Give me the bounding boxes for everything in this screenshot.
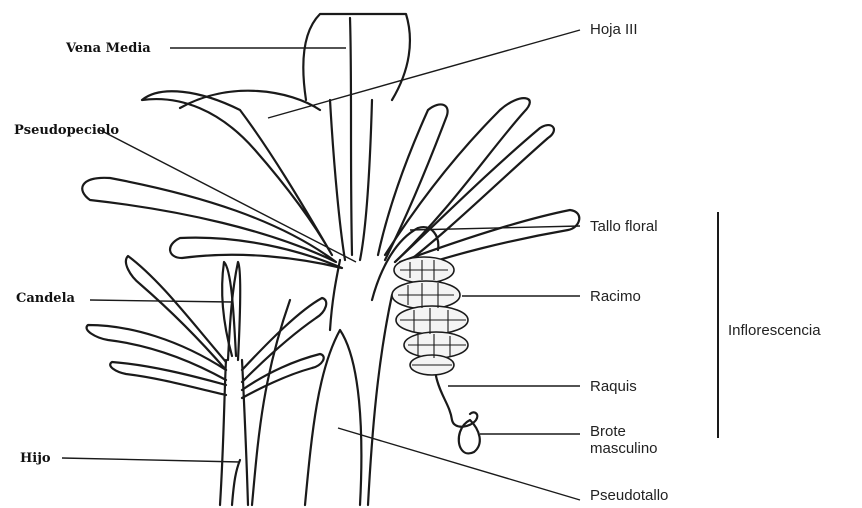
leader-hoja	[268, 30, 580, 118]
leaf-upper-right-2	[385, 98, 530, 262]
leader-candela	[90, 300, 232, 302]
label-hoja: Hoja III	[590, 21, 638, 38]
top-leaf	[303, 14, 410, 100]
rachis-stem	[436, 376, 477, 427]
sucker-leaf-left-3	[126, 256, 226, 370]
sucker-leaf-left-1	[87, 325, 226, 380]
sucker-leaf-right-2	[242, 354, 324, 398]
sucker-base	[232, 460, 240, 505]
label-candela: Candela	[16, 291, 76, 306]
sucker-leaf-right-1	[242, 298, 326, 382]
label-vena-media: Vena Media	[65, 41, 151, 56]
leaf-upper-left-2	[180, 91, 320, 110]
label-racimo: Racimo	[590, 288, 641, 305]
banana-bunch	[392, 257, 468, 375]
leader-pseudopeciolo	[100, 130, 356, 262]
label-raquis: Raquis	[590, 378, 637, 395]
leader-hijo	[62, 458, 240, 462]
label-brote-line1: Brote	[590, 423, 626, 440]
label-tallo-floral: Tallo floral	[590, 218, 658, 235]
label-pseudopeciolo: Pseudopeciolo	[14, 123, 119, 138]
label-pseudotallo: Pseudotallo	[590, 487, 668, 504]
sucker-leaf-top	[222, 262, 236, 356]
leaf-upper-left	[142, 91, 332, 255]
sucker-leaf-left-2	[110, 362, 226, 395]
top-leaf-midrib	[350, 18, 352, 255]
label-inflorescencia: Inflorescencia	[728, 322, 821, 339]
label-brote-line2: masculino	[590, 440, 658, 457]
pseudostem-center	[330, 260, 340, 330]
pseudostem-outline	[252, 295, 392, 505]
leaf-upper-right-3	[395, 125, 554, 268]
rachis-and-bud	[436, 376, 480, 453]
banana-plant-illustration	[82, 14, 579, 505]
leaf-long-left	[82, 178, 336, 262]
label-hijo: Hijo	[20, 451, 51, 466]
